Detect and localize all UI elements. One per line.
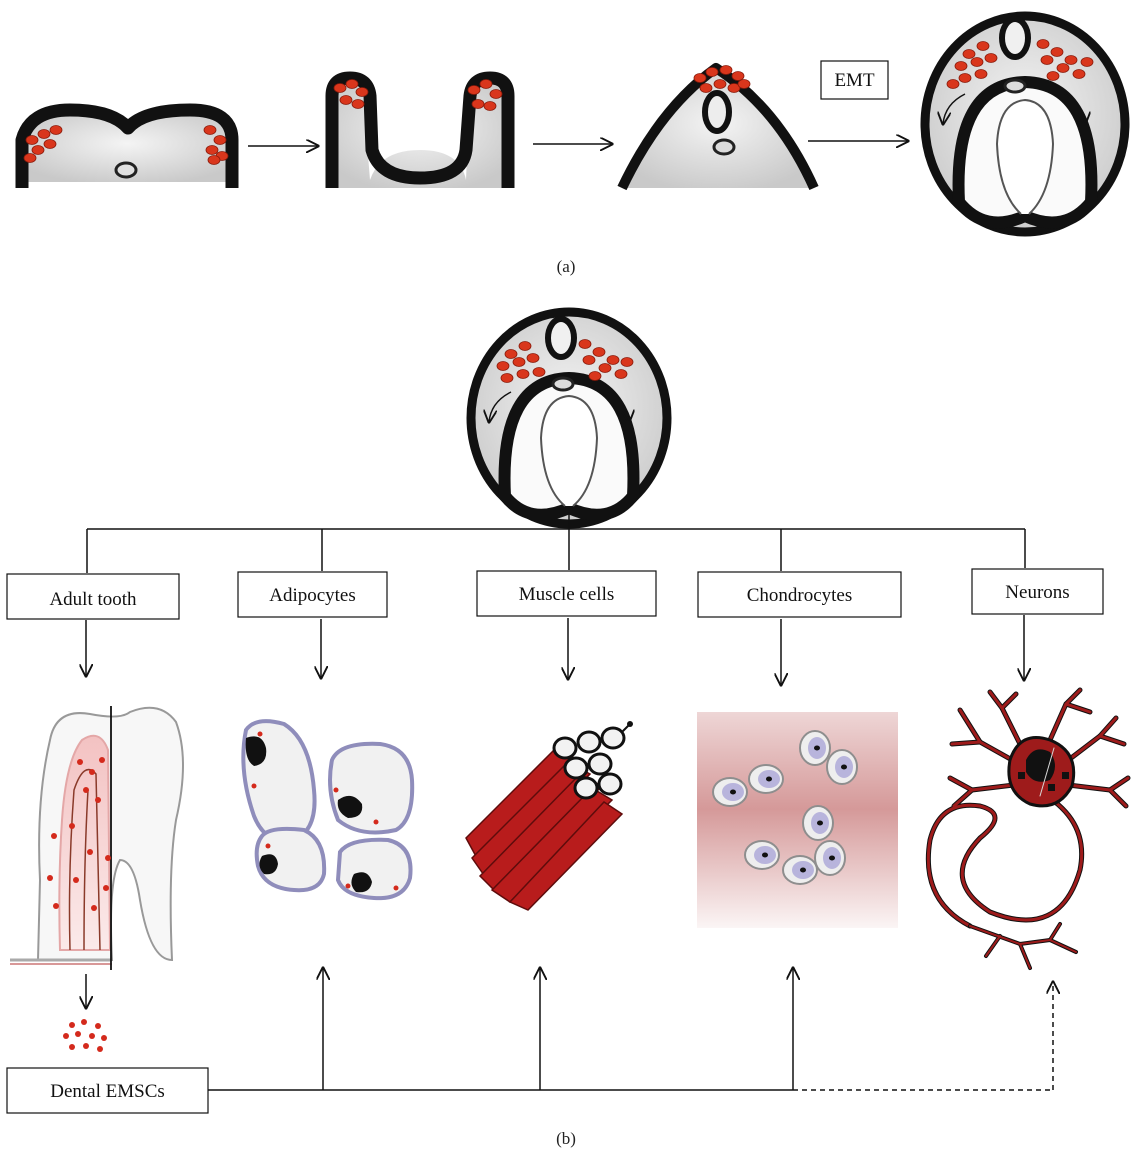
panel-a-caption: (a) xyxy=(557,257,576,276)
embryo-section-stage xyxy=(925,16,1125,232)
panel-b-caption: (b) xyxy=(556,1129,576,1148)
neuron-illustration xyxy=(928,690,1128,968)
muscle-cells-label: Muscle cells xyxy=(519,584,615,605)
adult-tooth-label: Adult tooth xyxy=(49,589,137,610)
dental-emscs-label: Dental EMSCs xyxy=(50,1081,165,1102)
tooth-illustration xyxy=(10,706,183,970)
adipocytes-illustration xyxy=(243,721,412,898)
neural-tube-stage xyxy=(622,66,814,189)
neural-fold-stage xyxy=(330,78,510,188)
muscle-cells-illustration xyxy=(466,721,633,910)
neural-tube xyxy=(705,93,729,131)
embryo-section-source xyxy=(471,312,667,524)
adipocytes-label: Adipocytes xyxy=(269,585,356,606)
neural-plate-stage xyxy=(20,110,234,188)
neurons-label: Neurons xyxy=(1005,582,1069,603)
dental-emscs-cluster xyxy=(63,1019,107,1052)
notochord xyxy=(714,140,734,154)
panel-b: Adult tooth Adipocytes Muscle cells Chon… xyxy=(7,312,1128,1148)
chondrocytes-illustration xyxy=(697,712,898,928)
panel-a: EMT (a) xyxy=(20,16,1125,276)
emt-label: EMT xyxy=(834,70,875,91)
down-arrows xyxy=(86,615,1024,685)
chondrocytes-label: Chondrocytes xyxy=(747,585,853,606)
source-connectors xyxy=(208,968,1053,1090)
notochord xyxy=(116,163,136,177)
